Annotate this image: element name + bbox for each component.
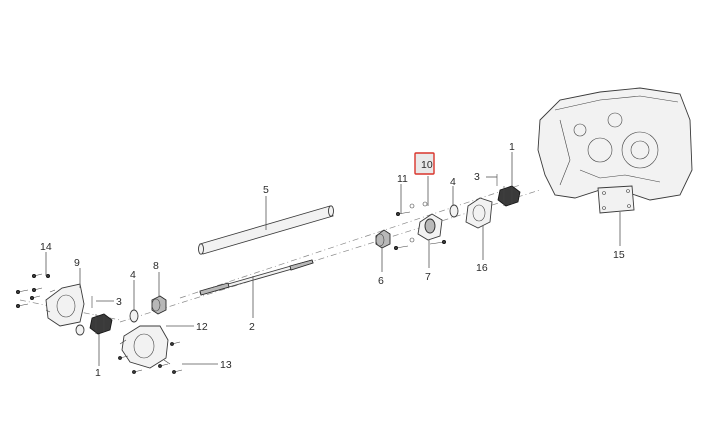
label-16[interactable]: 16 <box>476 262 488 274</box>
label-14[interactable]: 14 <box>40 241 52 253</box>
flange[interactable] <box>417 213 443 241</box>
label-4-right[interactable]: 4 <box>450 176 456 188</box>
label-1-right[interactable]: 1 <box>509 141 515 153</box>
bolts-13[interactable] <box>118 341 183 374</box>
cover-housing-12[interactable] <box>119 325 171 369</box>
label-10[interactable]: 8 <box>153 260 159 272</box>
label-2[interactable]: 2 <box>249 321 255 333</box>
label-15[interactable]: 15 <box>613 249 625 261</box>
left-housing[interactable] <box>45 283 85 327</box>
selected-callout-highlight[interactable] <box>414 152 435 175</box>
label-1-left[interactable]: 1 <box>95 367 101 379</box>
bushing-10[interactable] <box>151 295 167 315</box>
tube[interactable] <box>198 205 334 255</box>
yoke-left[interactable] <box>89 313 113 335</box>
shaft[interactable] <box>199 259 314 296</box>
label-7[interactable]: 7 <box>425 271 431 283</box>
housing-plate[interactable] <box>597 185 635 214</box>
label-3-left[interactable]: 3 <box>116 296 122 308</box>
washers-8[interactable] <box>409 201 428 243</box>
seal-ring-left[interactable] <box>129 309 139 323</box>
label-9[interactable]: 11 <box>397 173 408 185</box>
transmission-housing[interactable] <box>537 87 693 214</box>
yoke-right[interactable] <box>497 185 521 207</box>
label-8[interactable]: 10 <box>421 159 433 171</box>
bushing[interactable] <box>375 229 391 249</box>
label-6[interactable]: 6 <box>378 275 384 287</box>
center-axis <box>19 184 541 323</box>
o-ring-left[interactable] <box>75 324 85 336</box>
label-5[interactable]: 5 <box>263 184 269 196</box>
label-3-right[interactable]: 3 <box>474 171 480 183</box>
label-4-left[interactable]: 4 <box>130 269 136 281</box>
seal-ring-right[interactable] <box>449 204 459 218</box>
callout-labels: 1 3 4 10 11 5 6 7 16 15 2 8 4 3 9 14 12 … <box>40 141 625 379</box>
bolts-14[interactable] <box>15 273 51 308</box>
gasket[interactable] <box>465 197 493 229</box>
label-12[interactable]: 12 <box>196 321 208 333</box>
label-13[interactable]: 13 <box>220 359 232 371</box>
bolts-9[interactable] <box>393 211 446 250</box>
label-11[interactable]: 9 <box>74 257 80 269</box>
leader-lines <box>45 152 621 366</box>
